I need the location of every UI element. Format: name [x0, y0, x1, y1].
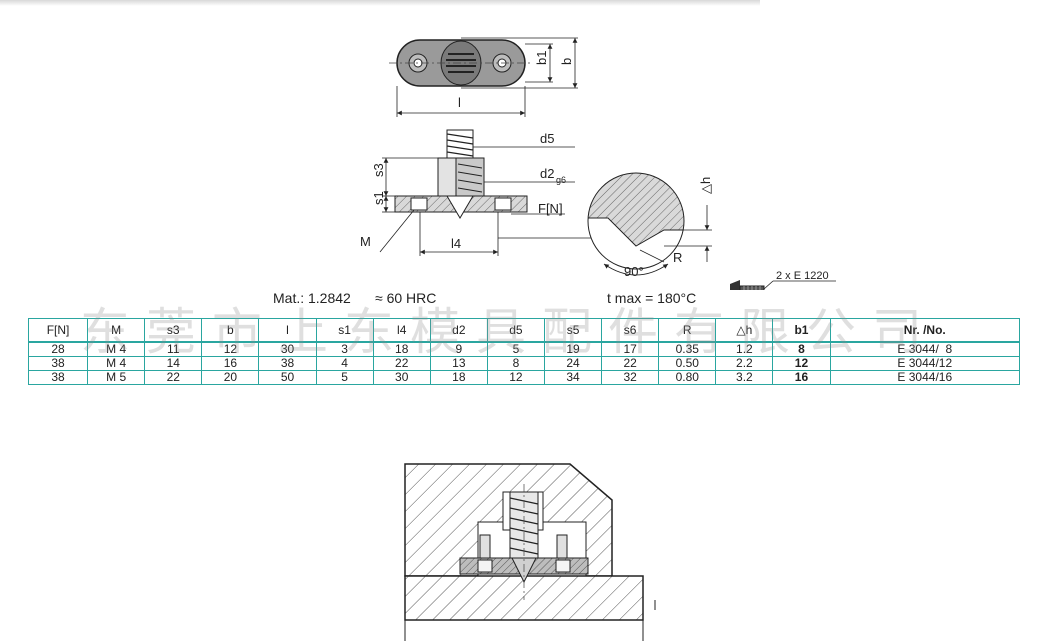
table-cell: 38: [258, 356, 317, 371]
table-cell: 8: [772, 341, 831, 357]
table-row: 38 M 4 14 16 38 4 22 13 8 24 22 0.50 2.2…: [27, 356, 1021, 371]
table-cell: 16: [772, 370, 831, 385]
col-header: l4: [372, 318, 431, 343]
force-label: F[N]: [538, 201, 563, 216]
dim-d2-tolerance: g6: [556, 175, 566, 185]
table-cell: 18: [372, 341, 431, 357]
dim-s1-label: s1: [371, 191, 386, 205]
table-cell: 14: [144, 356, 203, 371]
table-cell: 12: [486, 370, 545, 385]
table-cell: 0.35: [658, 341, 717, 357]
screw-icon: [730, 280, 836, 290]
table-cell: E 3044/16: [829, 370, 1021, 385]
table-cell: 50: [258, 370, 317, 385]
col-header: F[N]: [27, 318, 89, 343]
top-view: [389, 37, 578, 117]
table-cell: 4: [315, 356, 374, 371]
table-cell: 5: [315, 370, 374, 385]
table-cell: E 3044/ 8: [829, 341, 1021, 357]
table-cell: 1.2: [715, 341, 774, 357]
table-row: 38 M 5 22 20 50 5 30 18 12 34 32 0.80 3.…: [27, 370, 1021, 385]
table-cell: 28: [27, 341, 89, 357]
table-cell: 22: [601, 356, 660, 371]
spec-table: F[N] M s3 b l s1 l4 d2 d5 s5 s6 R △h b1 …: [27, 318, 1021, 385]
dim-s3-label: s3: [371, 163, 386, 177]
table-cell: 13: [429, 356, 488, 371]
dim-l4-label: l4: [451, 236, 461, 251]
table-cell: 8: [486, 356, 545, 371]
table-cell: 17: [601, 341, 660, 357]
col-header: b1: [772, 318, 831, 343]
top-shadow: [0, 0, 760, 6]
table-cell: E 3044/12: [829, 356, 1021, 371]
dim-l-label: l: [458, 95, 461, 110]
table-cell: M 4: [87, 356, 146, 371]
col-header: d2: [429, 318, 488, 343]
table-cell: 5: [486, 341, 545, 357]
table-cell: 12: [772, 356, 831, 371]
detail-view: [587, 172, 712, 276]
col-header: s6: [601, 318, 660, 343]
table-cell: 11: [144, 341, 203, 357]
thread-M-label: M: [360, 234, 371, 249]
side-view: [379, 129, 596, 256]
col-header: b: [201, 318, 260, 343]
col-header: △h: [715, 318, 774, 343]
table-cell: 0.50: [658, 356, 717, 371]
table-cell: 30: [372, 370, 431, 385]
table-cell: 32: [601, 370, 660, 385]
table-cell: 16: [201, 356, 260, 371]
dim-R-label: R: [673, 250, 682, 265]
table-cell: 38: [27, 356, 89, 371]
col-header: l: [258, 318, 317, 343]
tmax-label: t max = 180°C: [607, 290, 697, 306]
col-header: Nr. /No.: [829, 318, 1021, 343]
screw-label: 2 x E 1220: [776, 270, 829, 282]
table-row: 28 M 4 11 12 30 3 18 9 5 19 17 0.35 1.2 …: [27, 341, 1021, 357]
col-header: d5: [486, 318, 545, 343]
table-cell: 22: [144, 370, 203, 385]
table-cell: 12: [201, 341, 260, 357]
table-cell: M 4: [87, 341, 146, 357]
table-cell: 20: [201, 370, 260, 385]
table-cell: 3: [315, 341, 374, 357]
dim-d5-label: d5: [540, 131, 554, 146]
table-cell: 34: [543, 370, 603, 385]
table-cell: 22: [372, 356, 431, 371]
angle-label: 90°: [624, 264, 644, 279]
material-label: Mat.: 1.2842: [273, 290, 351, 306]
dim-delta-h-label: △h: [698, 177, 713, 194]
technical-drawing: b1 b l d5 d2 g6 s3 s1 F[N] M l4: [360, 37, 836, 290]
dim-d2-label: d2: [540, 166, 554, 181]
table-cell: 0.80: [658, 370, 717, 385]
dim-b-label: b: [559, 58, 574, 65]
col-header: M: [87, 318, 146, 343]
table-cell: 18: [429, 370, 488, 385]
table-cell: 9: [429, 341, 488, 357]
hardness-label: ≈ 60 HRC: [375, 290, 437, 306]
col-header: R: [658, 318, 717, 343]
table-cell: 38: [27, 370, 89, 385]
dim-b1-label: b1: [534, 51, 549, 65]
col-header: s3: [144, 318, 203, 343]
table-cell: 30: [258, 341, 317, 357]
table-cell: 19: [543, 341, 603, 357]
table-cell: M 5: [87, 370, 146, 385]
table-cell: 24: [543, 356, 603, 371]
table-cell: 3.2: [715, 370, 774, 385]
col-header: s1: [315, 318, 374, 343]
table-cell: 2.2: [715, 356, 774, 371]
assembly-drawing: [404, 463, 656, 641]
col-header: s5: [543, 318, 603, 343]
table-header-row: F[N] M s3 b l s1 l4 d2 d5 s5 s6 R △h b1 …: [27, 318, 1021, 343]
